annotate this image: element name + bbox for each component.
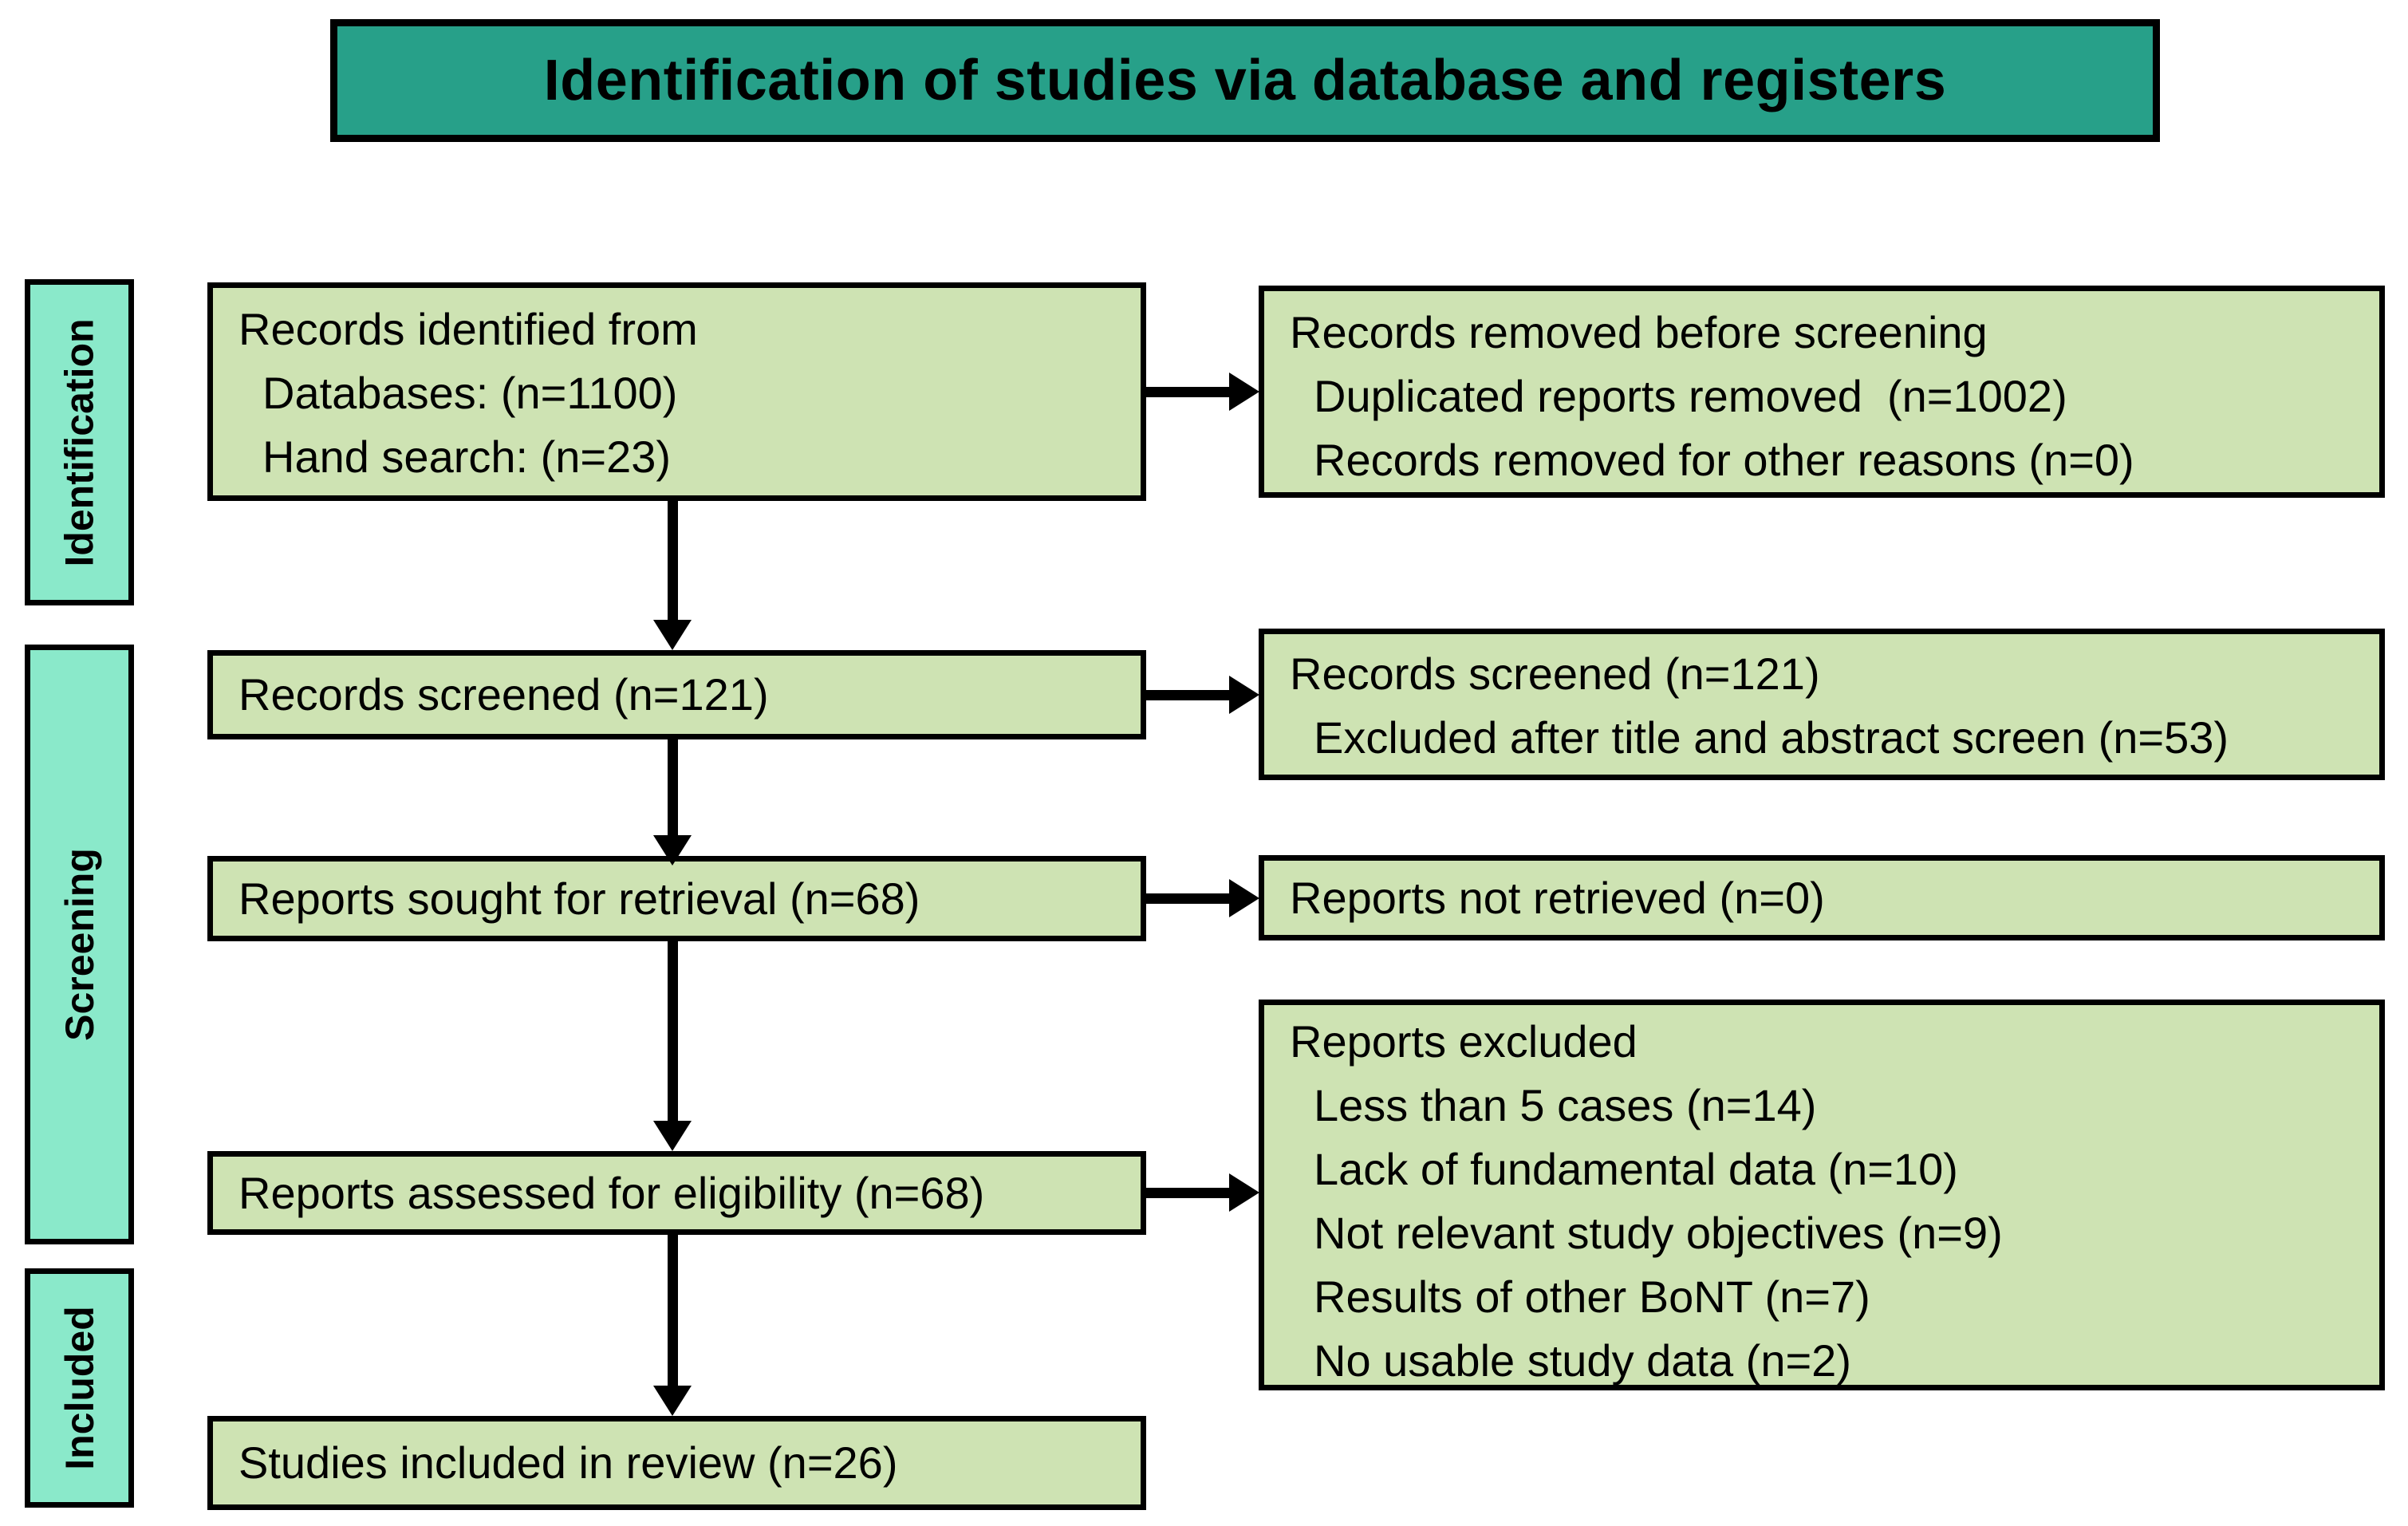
box-screened-excluded-heading: Records screened (n=121) (1290, 649, 1820, 699)
box-records-identified: Records identified from Databases: (n=11… (207, 282, 1146, 501)
box-reports-sought: Reports sought for retrieval (n=68) (207, 856, 1146, 941)
box-records-removed-item: Records removed for other reasons (n=0) (1314, 435, 2134, 485)
diagram-title-banner: Identification of studies via database a… (330, 19, 2160, 142)
box-records-screened-text: Records screened (n=121) (238, 669, 769, 720)
stage-label-screening: Screening (25, 645, 134, 1244)
box-studies-included-text: Studies included in review (n=26) (238, 1437, 898, 1488)
box-records-identified-item: Databases: (n=1100) (262, 368, 678, 418)
box-records-removed-item: Duplicated reports removed (n=1002) (1314, 371, 2067, 421)
stage-label-identification-text: Identification (57, 317, 102, 567)
box-records-screened: Records screened (n=121) (207, 650, 1146, 739)
box-reports-assessed-text: Reports assessed for eligibility (n=68) (238, 1167, 985, 1218)
stage-label-screening-text: Screening (57, 848, 102, 1041)
box-records-removed: Records removed before screening Duplica… (1259, 286, 2385, 498)
box-reports-excluded-heading: Reports excluded (1290, 1016, 1638, 1067)
stage-label-included-text: Included (57, 1306, 102, 1470)
box-reports-excluded-item: Less than 5 cases (n=14) (1314, 1080, 1817, 1130)
box-reports-excluded-item: Lack of fundamental data (n=10) (1314, 1144, 1958, 1194)
box-reports-excluded: Reports excluded Less than 5 cases (n=14… (1259, 1000, 2385, 1390)
box-records-identified-item: Hand search: (n=23) (262, 432, 672, 482)
box-reports-sought-text: Reports sought for retrieval (n=68) (238, 873, 920, 924)
box-reports-excluded-item: Results of other BoNT (n=7) (1314, 1272, 1870, 1322)
stage-label-included: Included (25, 1268, 134, 1508)
box-reports-excluded-item: No usable study data (n=2) (1314, 1335, 1851, 1386)
box-reports-assessed: Reports assessed for eligibility (n=68) (207, 1151, 1146, 1235)
box-reports-excluded-item: Not relevant study objectives (n=9) (1314, 1208, 2003, 1258)
box-records-identified-heading: Records identified from (238, 304, 698, 354)
box-studies-included: Studies included in review (n=26) (207, 1416, 1146, 1510)
box-screened-excluded: Records screened (n=121) Excluded after … (1259, 629, 2385, 780)
box-reports-not-retrieved-text: Reports not retrieved (n=0) (1290, 872, 1825, 923)
stage-label-identification: Identification (25, 279, 134, 605)
diagram-title: Identification of studies via database a… (543, 49, 1947, 112)
box-records-removed-heading: Records removed before screening (1290, 307, 1988, 357)
box-reports-not-retrieved: Reports not retrieved (n=0) (1259, 855, 2385, 940)
box-screened-excluded-item: Excluded after title and abstract screen… (1314, 712, 2229, 763)
